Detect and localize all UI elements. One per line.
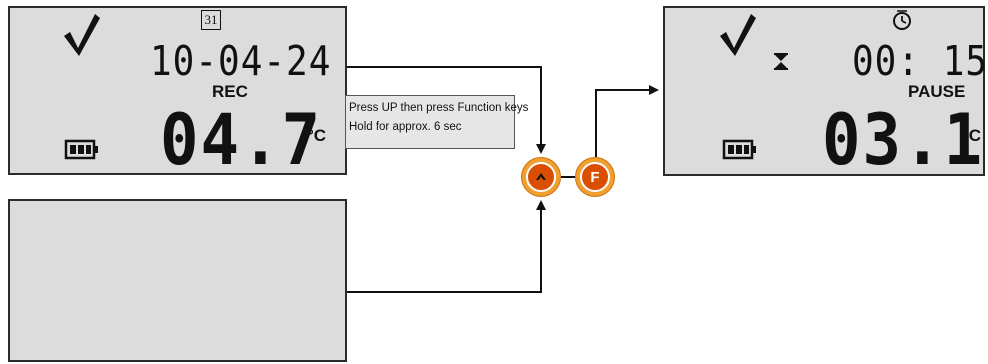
battery-icon [64,139,98,160]
check-icon [64,14,100,56]
battery-icon-right [722,139,756,160]
instruction-note: Press UP then press Function keys Hold f… [345,95,529,149]
date-readout: 10-04-24 [150,38,332,86]
hourglass-icon [774,53,788,70]
up-arrow-icon [536,173,546,180]
lcd-display-recording [8,6,347,175]
temperature-readout-paused: 03.1 [822,100,985,182]
temperature-unit-paused: °C [962,126,982,145]
rec-status: REC [212,82,248,101]
temperature-unit: °C [307,126,327,145]
connector-left-to-up [347,66,546,154]
instruction-line-1: Press UP then press Function keys [349,102,529,114]
calendar-icon: 31 [201,10,221,30]
up-key-button [521,157,561,197]
function-key-label: F [580,162,610,192]
connector-f-to-right [595,85,659,157]
clock-icon [893,10,911,30]
time-readout: 00: 15 [852,38,988,86]
instruction-line-2: Hold for approx. 6 sec [349,121,462,133]
temperature-readout: 04.7 [160,100,323,182]
pause-status: PAUSE [908,82,966,101]
check-icon-right [720,14,756,56]
connector-bottom-to-up [347,200,546,293]
lcd-display-paused [663,6,985,176]
lcd-display-blank [8,199,347,362]
function-key-button: F [575,157,615,197]
